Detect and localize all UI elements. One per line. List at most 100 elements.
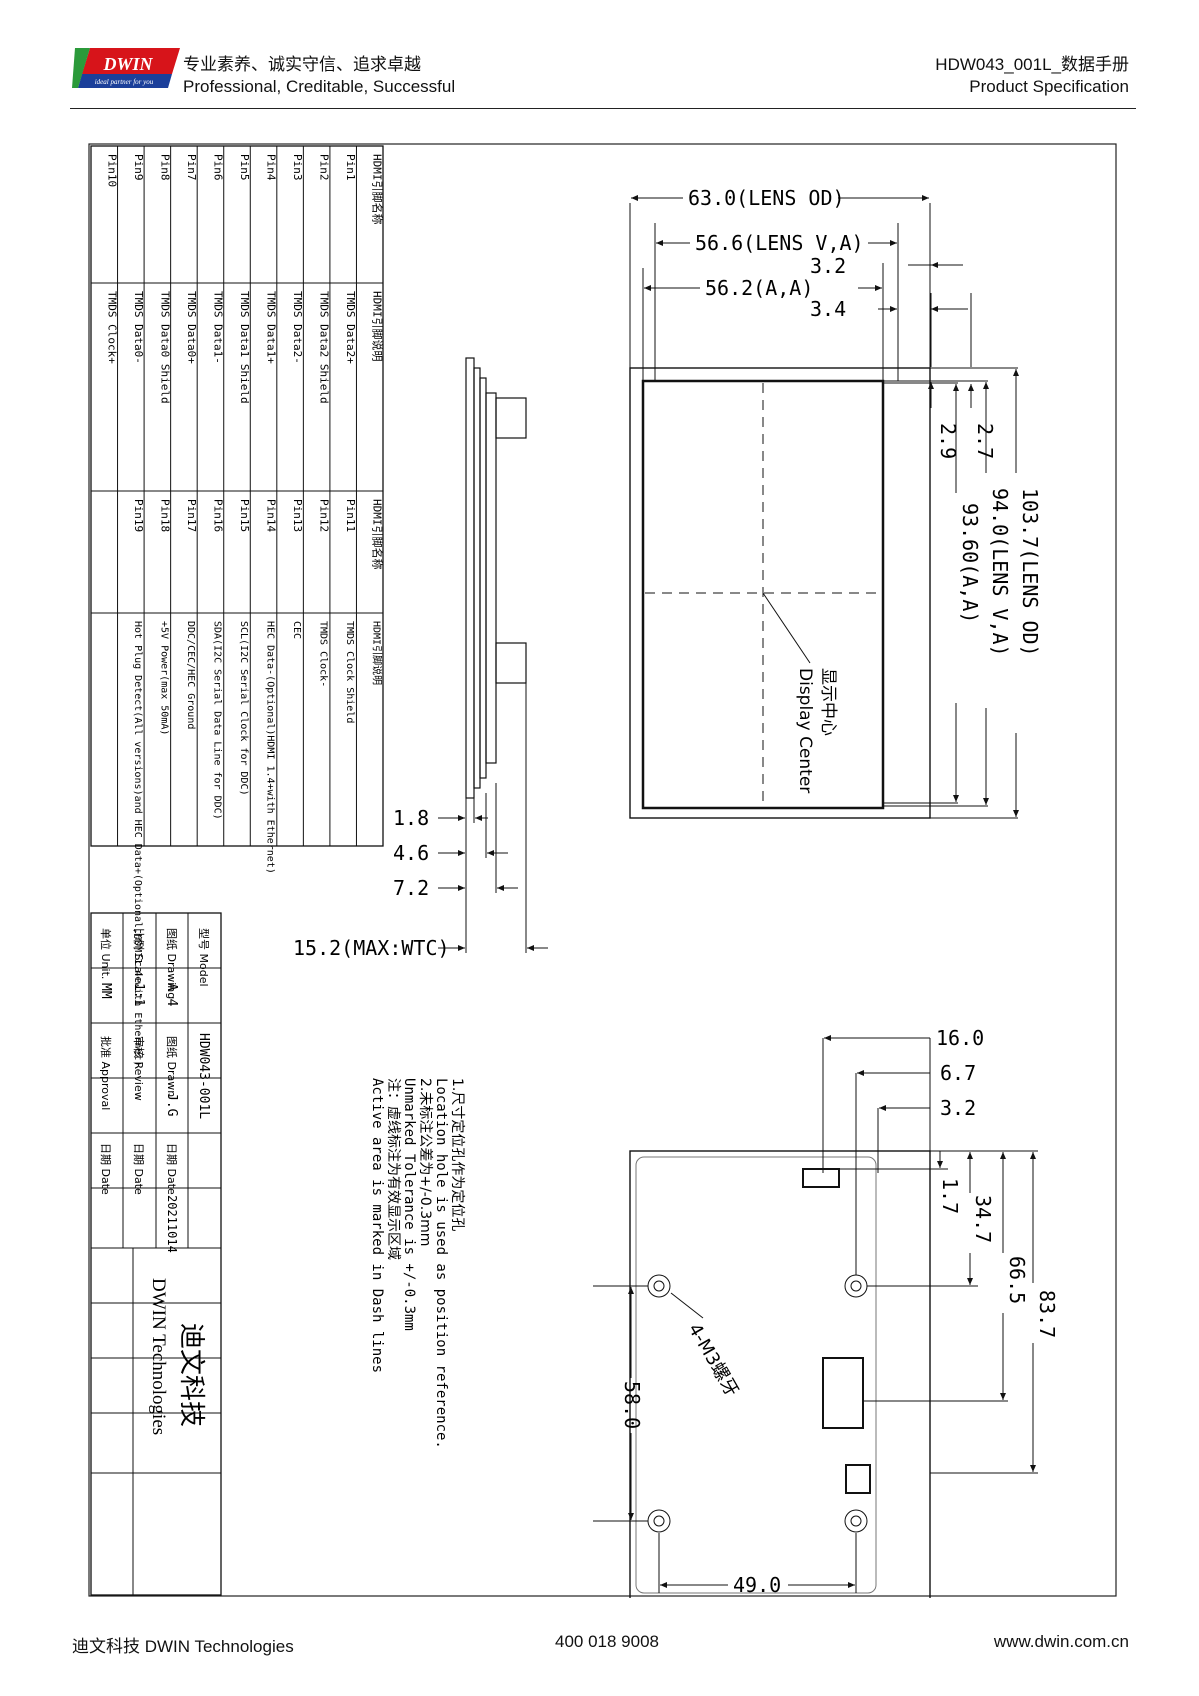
- dim-offset-2-9: 2.9: [936, 423, 960, 459]
- pin-table-cell: Pin7: [185, 154, 198, 181]
- back-view: 4-M3螺牙 16.0 6.7 3.2 1.7 34.7 66.5 83.7: [593, 1026, 1059, 1598]
- pin-table-cell: TMDS Clock+: [105, 291, 118, 364]
- pin-table-cell: TMDS Clock Shield: [344, 621, 355, 723]
- display-center-cn: 显示中心: [818, 668, 838, 736]
- pin-table-cell: Pin3: [291, 154, 304, 181]
- dim-83-7: 83.7: [1035, 1290, 1059, 1338]
- doc-subtitle: Product Specification: [969, 77, 1129, 96]
- pin-table-cell: Pin11: [344, 499, 357, 532]
- pin-table-header: HDMI引脚名称: [371, 154, 385, 225]
- dim-offset-2-7: 2.7: [973, 423, 997, 459]
- dim-1-7: 1.7: [938, 1178, 962, 1214]
- pin-table-cell: SDA(I2C Serial Data Line for DDC): [211, 621, 222, 820]
- notes: 1.尺寸定位孔作为定位孔 Location hole is used as po…: [369, 1078, 465, 1449]
- pin-table-cell: TMDS Clock-: [318, 621, 329, 687]
- note-line: 注：虚线标注为有效显示区域: [385, 1078, 401, 1260]
- dwin-logo: DWIN ideal partner for you: [72, 44, 187, 100]
- footer-website: www.dwin.com.cn: [993, 1632, 1129, 1651]
- dim-49-0: 49.0: [733, 1573, 781, 1597]
- pin-table: HDMI引脚名称HDMI引脚说明HDMI引脚名称HDMI引脚说明Pin1TMDS…: [90, 145, 385, 1067]
- pin-table-cell: Pin14: [265, 499, 278, 532]
- side-dim-1-8: 1.8: [393, 806, 429, 830]
- header-divider: [70, 108, 1136, 109]
- screw-hole: [647, 1274, 868, 1533]
- pin-table-cell: Pin18: [158, 499, 171, 532]
- pin-table-cell: TMDS Data0+: [185, 291, 198, 364]
- title-block: 型号 Model 图纸 Drawing 比例 Scale 单位 Unit. HD…: [90, 912, 222, 1596]
- note-line: Location hole is used as position refere…: [433, 1078, 449, 1449]
- pin-table-cell: Pin6: [211, 154, 224, 181]
- screw-label: 4-M3螺牙: [684, 1320, 743, 1401]
- slogan-en: Professional, Creditable, Successful: [183, 77, 456, 96]
- pin-table-cell: Hot Plug Detect(All versions)and HEC Dat…: [132, 621, 143, 1067]
- pin-table-header: HDMI引脚说明: [371, 621, 384, 685]
- title-block-label: 日期 Date: [165, 1143, 178, 1195]
- pin-table-cell: HEC Data-(Optional)HDMI 1.4+with Etherne…: [265, 621, 276, 874]
- footer-company: 迪文科技 DWIN Technologies: [72, 1637, 294, 1656]
- title-block-label: 日期 Date: [99, 1143, 112, 1195]
- doc-title: HDW043_001L_数据手册: [935, 55, 1129, 74]
- dim-6-7: 6.7: [940, 1061, 976, 1085]
- date-value: 20211014: [165, 1195, 179, 1253]
- dim-34-7: 34.7: [971, 1195, 995, 1243]
- drawing-value: A 4: [164, 983, 179, 1007]
- title-block-label: 型号 Model: [197, 928, 211, 987]
- connector: [845, 1464, 871, 1494]
- side-view: 1.8 4.6 7.2 15.2(MAX:WTC): [293, 357, 548, 960]
- dim-16-0: 16.0: [936, 1026, 984, 1050]
- title-block-label: 图纸 Drawn: [165, 1036, 178, 1097]
- pin-table-cell: Pin13: [291, 499, 304, 532]
- dim-offset-3-2: 3.2: [810, 254, 846, 278]
- title-block-label: 日期 Date: [132, 1143, 145, 1195]
- side-dim-7-2: 7.2: [393, 876, 429, 900]
- front-view: 显示中心 Display Center 63.0(LENS OD) 56.6(L…: [629, 186, 1042, 819]
- pin-table-cell: Pin10: [105, 154, 118, 187]
- hdmi-connector: [822, 1357, 864, 1429]
- logo-tagline: ideal partner for you: [95, 78, 154, 86]
- pin-table-cell: Pin8: [158, 154, 171, 181]
- pin-table-cell: Pin1: [344, 154, 357, 181]
- pin-table-border: [90, 145, 384, 847]
- note-line: Active area is marked in Dash lines: [369, 1078, 385, 1373]
- pin-table-cell: Pin15: [238, 499, 251, 532]
- pin-table-cell: Pin5: [238, 154, 251, 181]
- dim-58-0: 58.0: [620, 1381, 644, 1429]
- scale-value: 1:1: [131, 983, 146, 1006]
- dim-lens-va-width: 56.6(LENS V,A): [695, 231, 864, 255]
- title-block-label: 单位 Unit.: [99, 928, 113, 979]
- company-name-cn: 迪文科技: [176, 1323, 206, 1427]
- dim-3-2: 3.2: [940, 1096, 976, 1120]
- pin-table-cell: +5V Power(max 50mA): [158, 621, 169, 735]
- footer-phone: 400 018 9008: [555, 1632, 659, 1651]
- pin-table-cell: DDC/CEC/HEC Ground: [185, 621, 196, 729]
- pin-table-cell: Pin16: [211, 499, 224, 532]
- pin-table-cell: TMDS Data1 Shield: [238, 291, 251, 404]
- title-block-label: 图纸 Drawing: [165, 928, 178, 999]
- dim-lens-od-width: 63.0(LENS OD): [688, 186, 845, 210]
- drawing-frame: [88, 143, 1117, 1597]
- side-dim-4-6: 4.6: [393, 841, 429, 865]
- pin-table-cell: Pin9: [132, 154, 145, 181]
- drawn-value: J.G: [164, 1093, 179, 1117]
- pin-table-cell: TMDS Data2+: [344, 291, 357, 364]
- unit-value: MM: [98, 983, 113, 999]
- dim-lens-va-height: 94.0(LENS V,A): [988, 488, 1012, 657]
- pin-table-cell: TMDS Data0-: [132, 291, 145, 364]
- dim-aa-height: 93.60(A,A): [958, 503, 982, 623]
- display-center-en: Display Center: [795, 668, 815, 793]
- dim-offset-3-4: 3.4: [810, 297, 846, 321]
- note-line: 2.未标注公差为+/-0.3mm: [417, 1078, 433, 1246]
- pin-table-cell: SCL(I2C Serial Clock for DDC): [238, 621, 249, 796]
- pin-table-cell: Pin4: [265, 154, 278, 181]
- pin-table-cell: TMDS Data1+: [265, 291, 278, 364]
- note-line: Unmarked Tolerance is +/-0.3mm: [401, 1078, 417, 1331]
- pin-table-cell: Pin2: [318, 154, 331, 181]
- logo-brand-text: DWIN: [102, 54, 153, 74]
- title-block-label: 批准 Approval: [99, 1036, 113, 1110]
- side-dim-15-2: 15.2(MAX:WTC): [293, 936, 450, 960]
- pin-table-cell: Pin17: [185, 499, 198, 532]
- dim-66-5: 66.5: [1005, 1256, 1029, 1304]
- mechanical-drawing: HDMI引脚名称HDMI引脚说明HDMI引脚名称HDMI引脚说明Pin1TMDS…: [88, 143, 1117, 1598]
- dim-aa-width: 56.2(A,A): [705, 276, 813, 300]
- model-value: HDW043-001L: [196, 1033, 211, 1119]
